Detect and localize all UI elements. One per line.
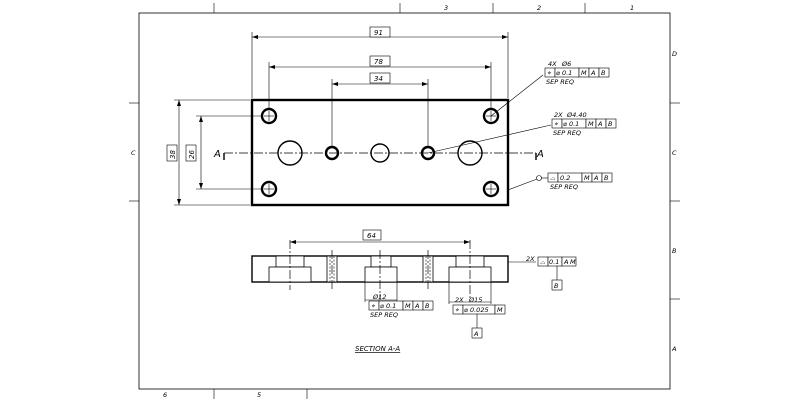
dim-78: 78 — [374, 58, 383, 66]
dim-26: 26 — [188, 150, 196, 159]
dim-38: 38 — [169, 150, 177, 159]
svg-text:Ø6: Ø6 — [561, 60, 571, 68]
callout-4x-holes: 4X Ø6 ⌖ ⌀ 0.1 M A B SEP REQ — [490, 60, 610, 117]
svg-text:0.1: 0.1 — [549, 258, 559, 266]
dim-91: 91 — [374, 29, 383, 37]
datum-a: A — [473, 330, 478, 338]
svg-text:⌖: ⌖ — [371, 302, 376, 310]
top-view-dimensions: 91 78 34 38 26 — [166, 26, 509, 206]
section-view — [251, 240, 509, 300]
center-holes — [277, 140, 483, 166]
section-dimensions: 64 2X ⌓ 0.1 A M B Ø12 ⌖ ⌀ 0.1 M A B SEP … — [290, 229, 577, 339]
svg-text:A: A — [563, 258, 568, 266]
svg-text:⌓: ⌓ — [540, 258, 546, 266]
zone-bottom-6: 6 — [163, 391, 167, 399]
dim-64: 64 — [367, 232, 376, 240]
svg-text:⌀ 0.1: ⌀ 0.1 — [556, 69, 572, 77]
svg-text:Ø15: Ø15 — [468, 296, 482, 304]
zone-top-3: 3 — [444, 4, 448, 12]
zone-right-a: A — [671, 345, 676, 353]
svg-text:⌖: ⌖ — [554, 120, 559, 128]
svg-text:⌀ 0.025: ⌀ 0.025 — [464, 306, 489, 314]
plate-outline — [250, 98, 510, 207]
callout-profile: ⌓ 0.2 M A B SEP REQ — [507, 172, 613, 191]
corner-holes — [260, 107, 500, 198]
sheet-border — [129, 3, 680, 399]
svg-text:M: M — [584, 174, 590, 182]
svg-text:2X: 2X — [554, 111, 563, 119]
section-letter-right: A — [536, 149, 544, 160]
svg-text:A: A — [597, 120, 602, 128]
svg-text:⌀ 0.1: ⌀ 0.1 — [380, 302, 396, 310]
zone-top-1: 1 — [630, 4, 634, 12]
zone-bottom-5: 5 — [257, 391, 261, 399]
svg-text:M: M — [570, 258, 576, 266]
section-label: SECTION A-A — [355, 345, 400, 353]
svg-text:SEP REQ: SEP REQ — [553, 129, 581, 137]
top-view: A A — [213, 98, 544, 207]
zone-right-b: B — [672, 247, 677, 255]
svg-text:⌀ 0.1: ⌀ 0.1 — [563, 120, 579, 128]
svg-text:M: M — [497, 306, 503, 314]
svg-text:0.2: 0.2 — [560, 174, 570, 182]
svg-text:Ø12: Ø12 — [372, 293, 386, 301]
svg-text:B: B — [608, 120, 613, 128]
svg-text:2X: 2X — [526, 255, 535, 263]
callout-2x-holes: 2X Ø4.40 ⌖ ⌀ 0.1 M A B SEP REQ — [427, 111, 617, 154]
position-symbol: ⌖ — [547, 69, 552, 77]
zone-right-c: C — [672, 149, 677, 157]
svg-text:Ø4.40: Ø4.40 — [566, 111, 587, 119]
svg-text:A: A — [414, 302, 419, 310]
svg-text:⌓: ⌓ — [550, 174, 556, 182]
svg-text:A: A — [593, 174, 598, 182]
zone-labels: 3 2 1 6 5 C D C B A — [131, 4, 677, 399]
zone-top-2: 2 — [537, 4, 541, 12]
svg-text:SEP REQ: SEP REQ — [550, 183, 578, 191]
svg-text:B: B — [601, 69, 606, 77]
svg-text:⌖: ⌖ — [455, 306, 460, 314]
svg-text:SEP REQ: SEP REQ — [546, 78, 574, 86]
svg-text:B: B — [425, 302, 430, 310]
svg-text:SEP REQ: SEP REQ — [370, 311, 398, 319]
svg-text:M: M — [405, 302, 411, 310]
section-letter-left: A — [213, 149, 221, 160]
svg-text:4X: 4X — [548, 60, 557, 68]
svg-text:2X: 2X — [455, 296, 464, 304]
svg-text:B: B — [604, 174, 609, 182]
svg-text:M: M — [588, 120, 594, 128]
svg-text:A: A — [590, 69, 595, 77]
zone-right-d: D — [672, 50, 677, 58]
dim-34: 34 — [374, 75, 383, 83]
datum-b: B — [554, 282, 559, 290]
svg-text:M: M — [581, 69, 587, 77]
zone-left-c: C — [131, 149, 136, 157]
